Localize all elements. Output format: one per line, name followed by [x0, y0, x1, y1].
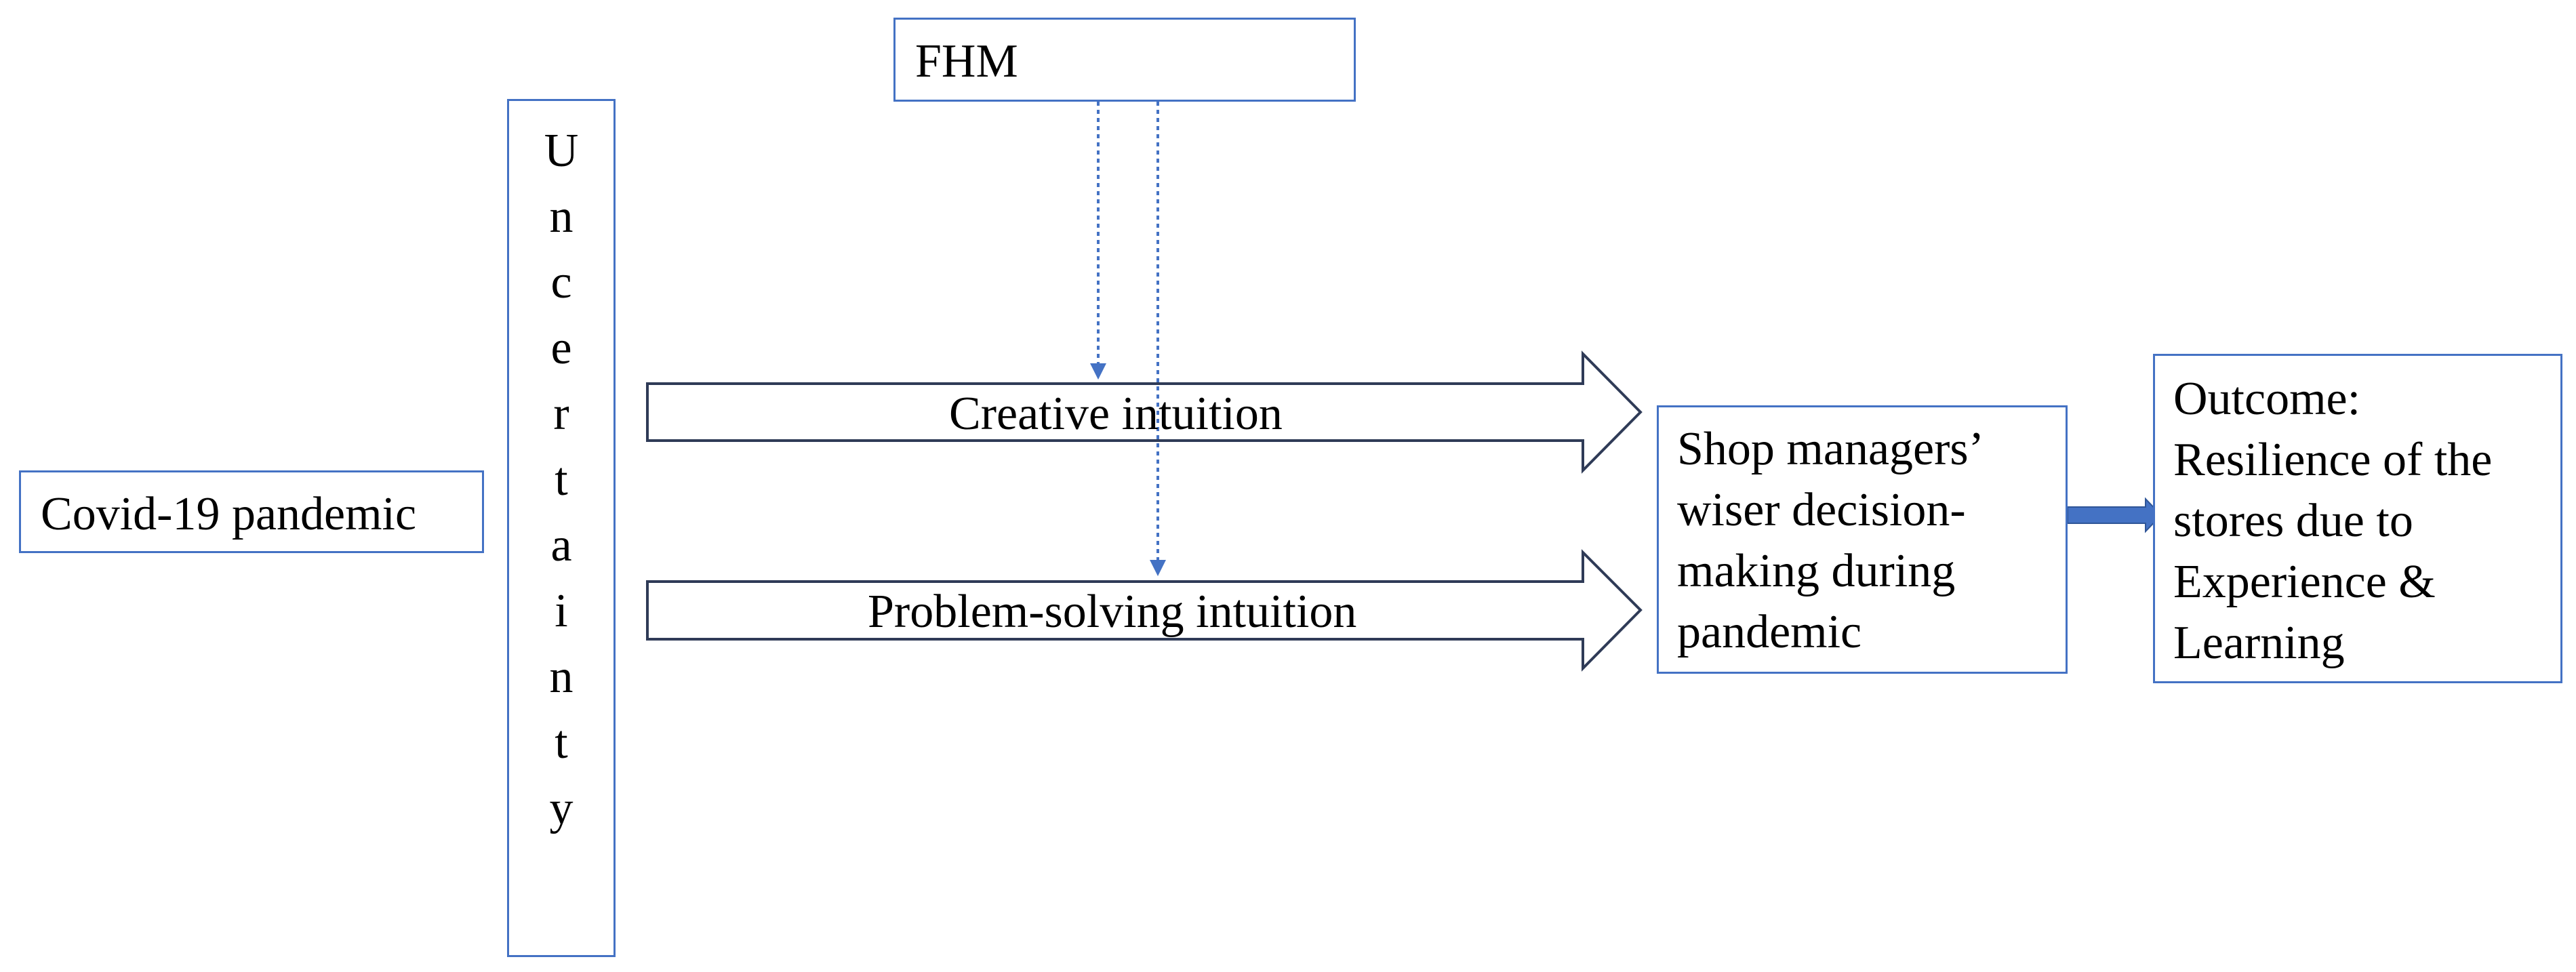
- outcome-line: Experience &: [2173, 556, 2436, 608]
- outcome-box: [2153, 354, 2562, 683]
- managers-to-outcome-arrow: [2067, 497, 2162, 533]
- shop-managers-line: wiser decision-: [1677, 484, 1966, 536]
- shop-managers-line: Shop managers’: [1677, 423, 1984, 475]
- shop-managers-line: making during: [1677, 545, 1956, 597]
- fhm-label: FHM: [915, 35, 1018, 87]
- fhm-box: [893, 18, 1356, 102]
- outcome-line: Resilience of the: [2173, 434, 2493, 486]
- uncertainty-letter: a: [550, 519, 572, 571]
- uncertainty-letter: n: [549, 190, 573, 243]
- creative-intuition-label: Creative intuition: [949, 388, 1283, 440]
- outcome-line: Outcome:: [2173, 373, 2361, 425]
- creative-intuition-arrow: [646, 350, 1643, 474]
- uncertainty-letter: t: [555, 716, 568, 769]
- uncertainty-letter: t: [555, 453, 568, 506]
- outcome-text: Outcome: Resilience of the stores due to…: [2173, 369, 2492, 674]
- shop-managers-text: Shop managers’ wiser decision- making du…: [1677, 419, 1984, 663]
- outcome-line: stores due to: [2173, 495, 2413, 547]
- uncertainty-letter: n: [549, 651, 573, 703]
- uncertainty-letter: c: [550, 256, 572, 308]
- uncertainty-box: [507, 99, 616, 957]
- problem-solving-intuition-label: Problem-solving intuition: [868, 586, 1357, 638]
- uncertainty-letter: e: [550, 322, 572, 374]
- uncertainty-letter: r: [553, 388, 569, 440]
- uncertainty-letter: U: [544, 125, 579, 177]
- problem-solving-arrow: [646, 549, 1643, 672]
- shop-managers-box: [1657, 405, 2068, 674]
- uncertainty-letter: y: [549, 782, 573, 834]
- outcome-line: Learning: [2173, 617, 2345, 669]
- covid-pandemic-label: Covid-19 pandemic: [41, 488, 417, 540]
- shop-managers-line: pandemic: [1677, 606, 1862, 658]
- covid-pandemic-box: [19, 470, 484, 553]
- uncertainty-letter: i: [555, 585, 568, 637]
